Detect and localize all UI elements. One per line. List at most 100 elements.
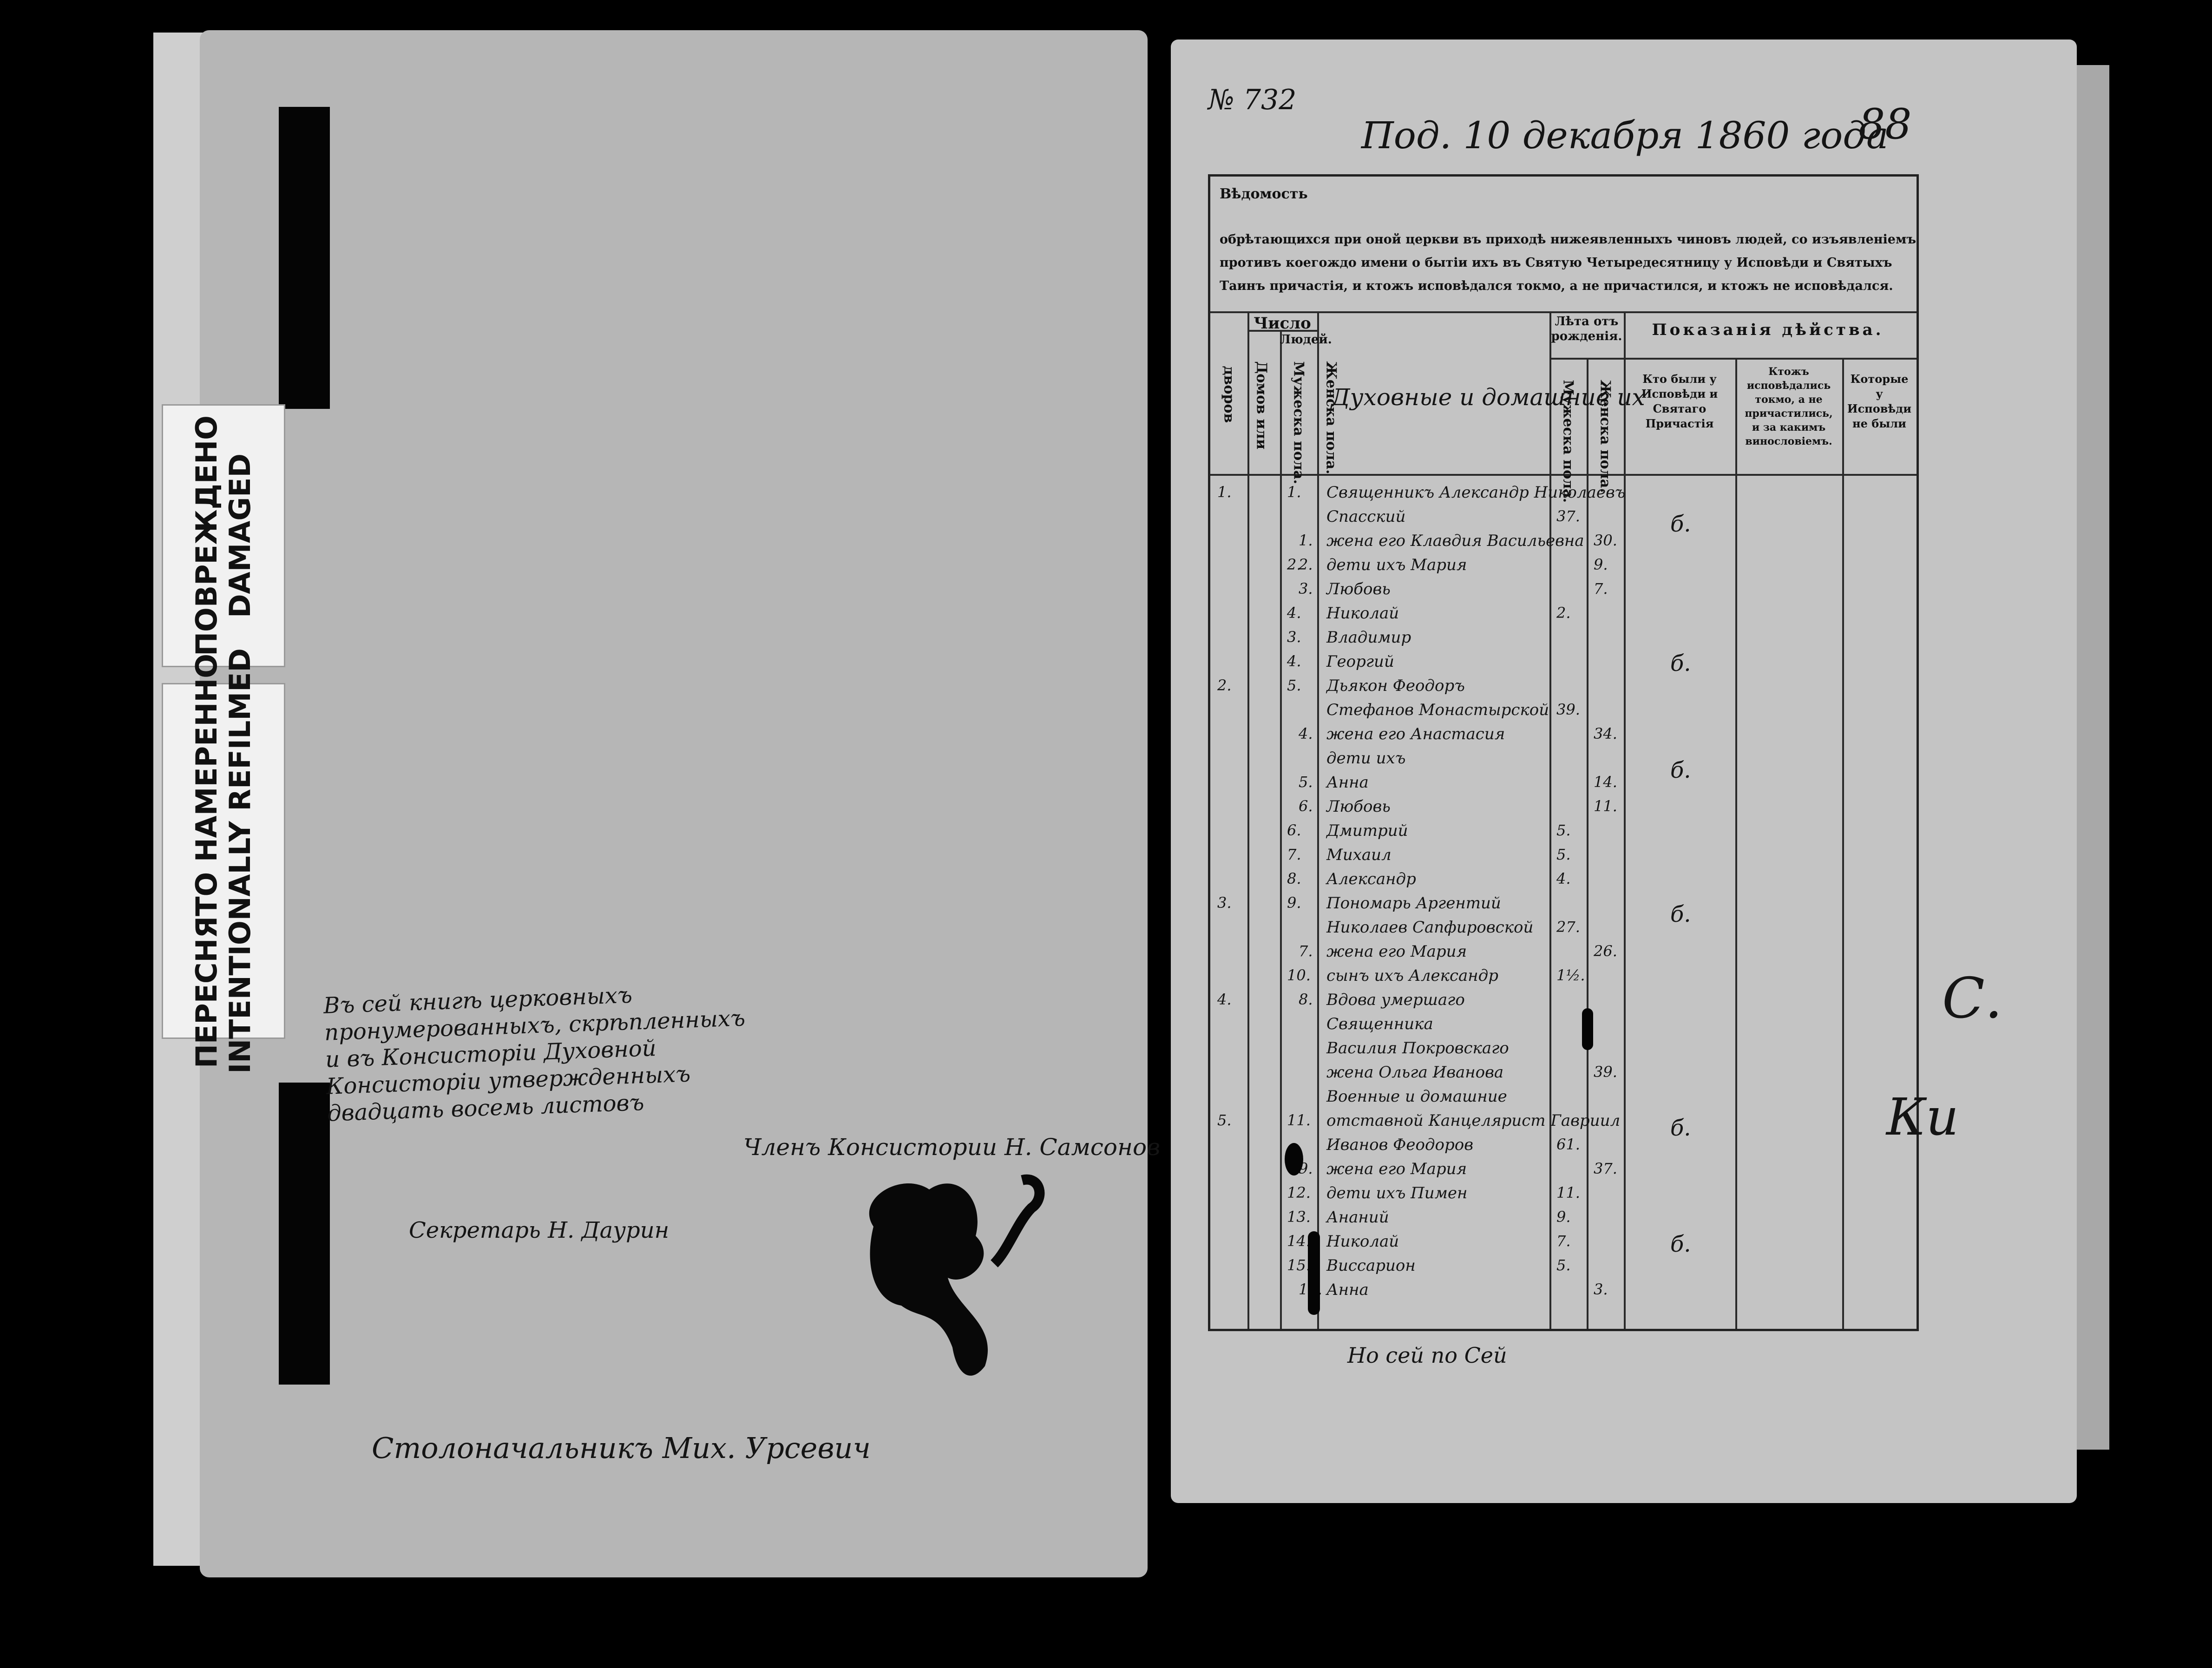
byli-mark: б.: [1670, 511, 1691, 537]
cell-name: Спасский: [1326, 507, 1406, 526]
film-clip-top: [279, 107, 330, 409]
register-heading-4: Таинъ причастія, и ктожъ исповѣдался ток…: [1220, 279, 1893, 293]
col-subdivider: [1624, 358, 1917, 360]
cell-name: Стефанов Монастырской: [1326, 701, 1549, 719]
cell-am: 7.: [1556, 1232, 1571, 1250]
byli-mark: б.: [1670, 901, 1691, 927]
cell-am: 27.: [1556, 918, 1580, 936]
cell-name: сынъ ихъ Александр: [1326, 966, 1498, 985]
cell-am: 5.: [1556, 1256, 1571, 1274]
cell-f: 6.: [1299, 797, 1313, 815]
damaged-label-text: ПОВРЕЖДЕНО DAMAGED: [190, 415, 257, 656]
cell-name: дети ихъ: [1326, 749, 1406, 768]
cell-m: 11.: [1287, 1111, 1311, 1129]
film-clip-bottom: [279, 1083, 330, 1385]
cell-am: 1½.: [1556, 966, 1585, 984]
cell-name: Владимир: [1326, 628, 1411, 647]
cell-name: Любовь: [1326, 580, 1391, 598]
col-subdivider: [1247, 330, 1317, 332]
header-muzh: Мужеска пола.: [1290, 361, 1307, 485]
confession-register-table: Вѣдомость обрѣтающихся при оной церкви в…: [1208, 174, 1919, 1331]
byli-mark: б.: [1670, 1115, 1691, 1141]
cell-n: 5.: [1217, 1111, 1232, 1129]
col-line: [1587, 358, 1588, 1329]
header-byli: Кто были у Исповѣди и Святаго Причастія: [1641, 372, 1718, 430]
damaged-en: DAMAGED: [223, 453, 257, 618]
cell-m: 5.: [1287, 676, 1301, 694]
cell-m: 14.: [1287, 1232, 1311, 1250]
cell-f: 2.: [1299, 556, 1313, 573]
cell-n: 1.: [1217, 483, 1232, 501]
cell-af: 30.: [1594, 532, 1617, 549]
cell-f: 3.: [1299, 580, 1313, 598]
byli-mark: б.: [1670, 1231, 1691, 1257]
col-subdivider: [1549, 358, 1624, 360]
cell-name: Дьякон Феодоръ: [1326, 676, 1465, 695]
cell-name: Анна: [1326, 1281, 1369, 1299]
col-line: [1280, 330, 1282, 1329]
cell-name: Михаил: [1326, 846, 1392, 864]
cell-name: Анна: [1326, 773, 1369, 792]
col-line: [1624, 311, 1626, 1329]
cell-af: 34.: [1594, 725, 1617, 742]
cell-name: жена его Клавдия Васильевна: [1326, 532, 1584, 550]
cell-am: 5.: [1556, 846, 1571, 863]
register-heading-3: противъ коегождо имени о бытіи ихъ въ Св…: [1220, 256, 1892, 270]
cell-n: 4.: [1217, 991, 1232, 1008]
cell-f: 4.: [1299, 725, 1313, 742]
cell-name: дети ихъ Пимен: [1326, 1184, 1468, 1202]
cell-name: Священника: [1326, 1015, 1433, 1033]
cell-name: Николаев Сапфировской: [1326, 918, 1534, 937]
cell-am: 5.: [1556, 821, 1571, 839]
col-line: [1842, 358, 1844, 1329]
cell-af: 14.: [1594, 773, 1617, 791]
cell-f: 1.: [1299, 532, 1313, 549]
cell-af: 7.: [1594, 580, 1608, 598]
ink-drip: [1308, 1231, 1320, 1315]
wax-seal-blot: [869, 1174, 1045, 1376]
folio-number: 88: [1858, 100, 1912, 149]
col-line: [1735, 358, 1737, 1329]
cell-name: Вдова умершаго: [1326, 991, 1465, 1009]
cell-m: 7.: [1287, 846, 1301, 863]
cell-m: 1.: [1287, 483, 1301, 501]
cell-m: 9.: [1287, 894, 1301, 912]
cell-af: 9.: [1594, 556, 1608, 573]
cell-m: 3.: [1287, 628, 1301, 646]
cell-name: Иванов Феодоров: [1326, 1136, 1474, 1154]
signature-secretary: Секретарь Н. Даурин: [409, 1217, 670, 1243]
cell-name: Пономарь Аргентий: [1326, 894, 1501, 913]
header-domov: Домов или: [1253, 361, 1270, 450]
cell-name: Священникъ Александр Николаевъ: [1326, 483, 1626, 502]
cell-af: 11.: [1594, 797, 1617, 815]
margin-mark-ki: Ки: [1886, 1087, 1959, 1147]
damaged-ru: ПОВРЕЖДЕНО: [190, 415, 223, 656]
header-lyudey: Людей.: [1280, 333, 1332, 347]
cell-am: 4.: [1556, 870, 1571, 887]
cell-af: 39.: [1594, 1063, 1617, 1081]
byli-mark: б.: [1670, 757, 1691, 783]
cell-am: 39.: [1556, 701, 1580, 718]
signature-member: Членъ Консистории Н. Самсонов: [743, 1134, 1161, 1161]
refilmed-ru: ПЕРЕСНЯТО НАМЕРЕННО: [190, 654, 223, 1068]
cell-name: Военные и домашние: [1326, 1087, 1507, 1106]
cell-m: 15.: [1287, 1256, 1311, 1274]
cell-am: 61.: [1556, 1136, 1580, 1153]
cell-name: жена его Анастасия: [1326, 725, 1505, 743]
signature-bottom: Столоначальникъ Мих. Урсевич: [372, 1431, 871, 1465]
register-heading-1: Вѣдомость: [1220, 186, 1308, 202]
col-line: [1317, 311, 1319, 1329]
col-line: [1549, 311, 1551, 1329]
ink-blot: [1285, 1143, 1303, 1175]
cell-f: 8.: [1299, 991, 1313, 1008]
cell-name: Любовь: [1326, 797, 1391, 816]
cell-name: Ананий: [1326, 1208, 1389, 1227]
header-names: Духовные и домашние их: [1331, 384, 1645, 411]
cell-am: 11.: [1556, 1184, 1580, 1202]
cell-n: 3.: [1217, 894, 1232, 912]
cell-name: жена его Мария: [1326, 942, 1467, 961]
damaged-label: ПОВРЕЖДЕНО DAMAGED: [162, 404, 285, 667]
header-ispovedalis: Ктожъ исповѣдались токмо, а не причастил…: [1745, 366, 1833, 447]
byli-mark: б.: [1670, 650, 1691, 676]
cell-m: 10.: [1287, 966, 1311, 984]
